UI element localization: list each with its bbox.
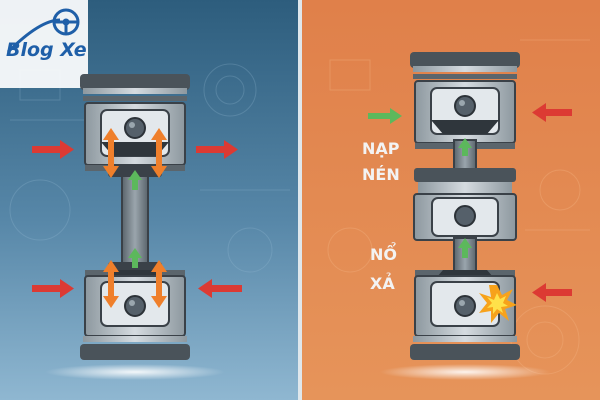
left-engine-assembly [32,73,242,361]
bottom-piston [79,269,191,361]
middle-cylinder [413,168,517,241]
red-arrow-icon [32,140,242,298]
explosion-icon [479,285,517,323]
blog-logo[interactable]: Blog Xe [0,0,88,88]
stroke-label-intake: NẠP [362,139,400,158]
green-arrow-icon [368,108,402,124]
top-piston [79,73,191,172]
panel-divider [298,0,302,400]
green-arrow-icon [458,138,472,258]
red-arrow-icon [532,103,572,302]
right-engine-assembly: NẠP NÉN NỔ XẢ [362,51,572,361]
stroke-label-compression: NÉN [362,165,400,184]
stroke-label-exhaust: XẢ [370,272,395,293]
green-arrow-icon [128,170,142,268]
orange-double-arrow-icon [103,260,167,308]
orange-double-arrow-icon [103,128,167,178]
stroke-label-power: NỔ [370,242,397,264]
logo-text: Blog Xe [6,39,87,61]
intake-piston [409,51,521,150]
